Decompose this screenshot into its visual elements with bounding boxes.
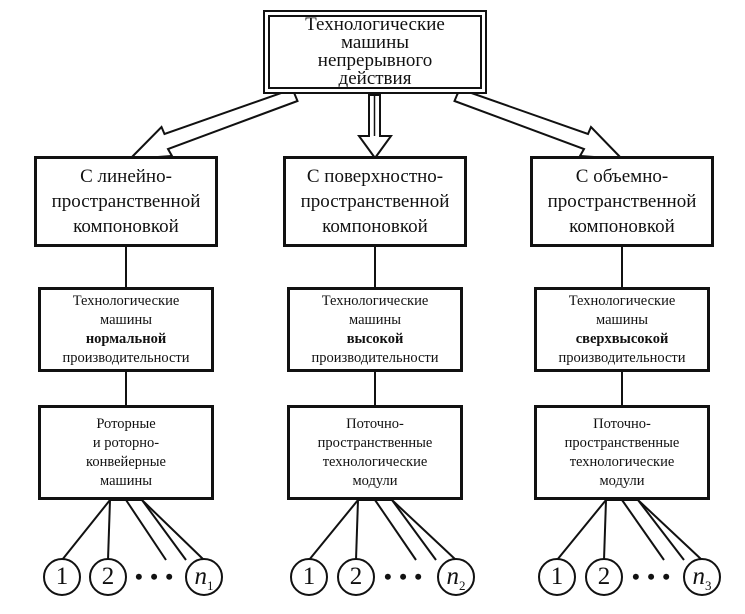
ellipsis: • • • bbox=[384, 564, 424, 589]
node-text: Технологические bbox=[568, 292, 676, 309]
root-line-2: машины bbox=[340, 32, 410, 53]
ellipsis: • • • bbox=[135, 564, 175, 589]
leaf-2: 2 bbox=[585, 558, 623, 596]
node-text: С поверхностно- bbox=[306, 166, 444, 187]
node-text: компоновкой bbox=[322, 216, 428, 237]
node-text: технологические bbox=[322, 453, 428, 470]
node-text: производительности bbox=[62, 349, 190, 366]
node-text: пространственной bbox=[547, 191, 697, 212]
arrow-to-right bbox=[453, 87, 625, 161]
root-node: Технологические машины непрерывного дейс… bbox=[263, 10, 487, 94]
node-text: пространственные bbox=[317, 434, 433, 451]
perf-level: сверхвысокой bbox=[575, 330, 669, 347]
node-text: машины bbox=[100, 472, 152, 489]
node-text: машины bbox=[596, 311, 648, 328]
leaf-1: 1 bbox=[290, 558, 328, 596]
node-text: пространственной bbox=[300, 191, 450, 212]
leaf-2: 2 bbox=[89, 558, 127, 596]
kind-node-modules-mid: Поточно- пространственные технологически… bbox=[287, 405, 463, 500]
ellipsis: • • • bbox=[632, 564, 672, 589]
perf-node-high: Технологические машины высокой производи… bbox=[287, 287, 463, 372]
node-text: модули bbox=[352, 472, 398, 489]
leaf-2: 2 bbox=[337, 558, 375, 596]
node-text: модули bbox=[599, 472, 645, 489]
node-text: компоновкой bbox=[73, 216, 179, 237]
root-line-4: действия bbox=[338, 68, 412, 89]
node-text: Технологические bbox=[321, 292, 429, 309]
node-text: и роторно- bbox=[92, 434, 160, 451]
arrow-to-left bbox=[127, 87, 299, 161]
perf-level: высокой bbox=[346, 330, 404, 347]
node-text: пространственной bbox=[51, 191, 201, 212]
layout-node-linear: С линейно- пространственной компоновкой bbox=[34, 156, 218, 247]
node-text: Поточно- bbox=[593, 415, 651, 432]
node-text: С объемно- bbox=[575, 166, 669, 187]
node-text: пространственные bbox=[564, 434, 680, 451]
perf-level: нормальной bbox=[85, 330, 167, 347]
node-text: технологические bbox=[569, 453, 675, 470]
node-text: Поточно- bbox=[346, 415, 404, 432]
perf-node-ultra: Технологические машины сверхвысокой прои… bbox=[534, 287, 710, 372]
node-text: производительности bbox=[311, 349, 439, 366]
node-text: Технологические bbox=[72, 292, 180, 309]
node-text: конвейерные bbox=[86, 453, 166, 470]
perf-node-normal: Технологические машины нормальной произв… bbox=[38, 287, 214, 372]
node-text: машины bbox=[349, 311, 401, 328]
root-line-3: непрерывного bbox=[317, 50, 433, 71]
leaf-1: 1 bbox=[538, 558, 576, 596]
kind-node-rotor: Роторные и роторно- конвейерные машины bbox=[38, 405, 214, 500]
kind-node-modules-right: Поточно- пространственные технологически… bbox=[534, 405, 710, 500]
node-text: компоновкой bbox=[569, 216, 675, 237]
node-text: машины bbox=[100, 311, 152, 328]
node-text: С линейно- bbox=[80, 166, 172, 187]
node-text: Роторные bbox=[96, 415, 156, 432]
root-line-1: Технологические bbox=[305, 14, 445, 35]
leaf-1: 1 bbox=[43, 558, 81, 596]
node-text: производительности bbox=[558, 349, 686, 366]
layout-node-surface: С поверхностно- пространственной компоно… bbox=[283, 156, 467, 247]
layout-node-volume: С объемно- пространственной компоновкой bbox=[530, 156, 714, 247]
